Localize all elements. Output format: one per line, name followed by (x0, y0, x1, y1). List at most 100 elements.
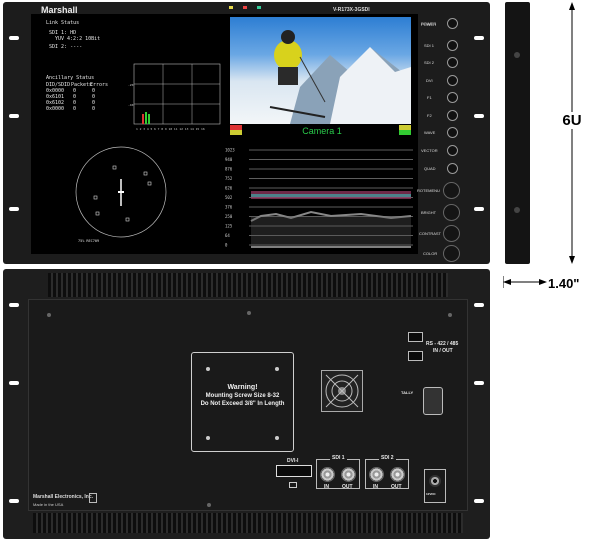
rack-slot (474, 381, 484, 385)
rs422-port-out[interactable] (408, 351, 423, 361)
wave-button[interactable] (447, 127, 458, 138)
rack-slot (9, 36, 19, 40)
waveform-tick-label: 376 (225, 205, 233, 210)
f2-button-label: F2 (427, 113, 432, 118)
sdi1-button-label: SDI 1 (424, 43, 435, 48)
made-in-label: Made in the USA (33, 502, 64, 507)
bright-knob[interactable] (443, 204, 460, 221)
audio-meter-graph: -20 -40 1 2 3 4 5 6 7 8 9 10 11 12 13 14… (128, 63, 221, 131)
ancillary-header: DID/SDID (46, 82, 71, 88)
top-vent (48, 273, 448, 297)
contrast-label: CONTRAST (419, 231, 441, 236)
sdi1-in-label: IN (324, 484, 329, 490)
waveform-tick-label: 0 (225, 243, 228, 248)
screw (207, 503, 211, 507)
waveform-tick-label: 752 (225, 176, 233, 181)
waveform-tick-label: 502 (225, 195, 233, 200)
rotemenu-knob[interactable] (443, 182, 460, 199)
rotemenu-label: ROTEMENU (417, 188, 440, 193)
screw (47, 313, 51, 317)
dvi-port[interactable] (276, 465, 312, 477)
svg-text:-40: -40 (128, 103, 134, 107)
certification-mark-icon (89, 493, 97, 503)
vector-button-label: VECTOR (421, 148, 438, 153)
rack-slot (474, 207, 484, 211)
ancillary-cell: 0 (92, 88, 96, 94)
power-jack[interactable] (429, 475, 441, 487)
sdi1-out-bnc[interactable] (341, 467, 356, 482)
rack-slot (474, 114, 484, 118)
color-label: COLOR (423, 251, 438, 256)
rack-slot (9, 303, 19, 307)
tally-left-indicator (230, 125, 242, 135)
power-label: 12VDC (426, 492, 436, 496)
waveform-tick-label: 626 (225, 186, 233, 191)
rack-slot (474, 499, 484, 503)
rs422-label: RS - 422 / 485 (426, 341, 459, 347)
ancillary-title: Ancillary Status (46, 75, 95, 81)
camera-preview-image (230, 17, 411, 124)
waveform-tick-label: 876 (225, 167, 233, 172)
tally-right-indicator (399, 125, 411, 135)
ancillary-cell: 0 (92, 94, 96, 100)
mount-hole (206, 367, 210, 371)
sdi2-button[interactable] (447, 57, 458, 68)
svg-text:1 2 3 4 5 6 7 8 9 10 11 12 13: 1 2 3 4 5 6 7 8 9 10 11 12 13 14 15 16 (136, 127, 205, 131)
power-button[interactable] (447, 18, 458, 29)
f2-button[interactable] (447, 110, 458, 121)
height-label: 6U (560, 112, 584, 129)
sdi2-label: SDI 2 (379, 455, 396, 461)
sdi1-out-label: OUT (342, 484, 353, 490)
vectorscope (75, 146, 167, 238)
waveform-tick-label: 1023 (225, 148, 235, 153)
rs422-port-in[interactable] (408, 332, 423, 342)
vectorscope-label: 75% REC709 (78, 239, 100, 243)
sdi2-out-bnc[interactable] (390, 467, 405, 482)
rack-slot (9, 114, 19, 118)
link-status-line: YUV 4:2:2 10Bit (55, 36, 101, 42)
power-label: POWER (421, 22, 437, 27)
vector-button[interactable] (447, 145, 458, 156)
led-red (243, 6, 247, 9)
bright-label: BRIGHT (421, 210, 437, 215)
ancillary-cell: 0 (73, 94, 77, 100)
power-button-label: POWER (421, 21, 437, 26)
height-dimension-arrow (569, 2, 575, 264)
dvi-icon (289, 482, 297, 488)
sdi2-out-label: OUT (391, 484, 402, 490)
f1-button[interactable] (447, 92, 458, 103)
ancillary-cell: 0 (92, 106, 96, 112)
link-status-title: Link Status (46, 20, 80, 26)
dvi-button[interactable] (447, 75, 458, 86)
sdi2-in-bnc[interactable] (369, 467, 384, 482)
brand-logo: Marshall (41, 5, 78, 15)
quad-button[interactable] (447, 163, 458, 174)
front-panel: Marshall V-R173X-3GSDI Link Status SDI 1… (3, 2, 490, 264)
ancillary-cell: 0x6102 (46, 100, 65, 106)
model-number: V-R173X-3GSDI (333, 7, 370, 13)
ancillary-header: Errors (90, 82, 109, 88)
waveform-tick-label: 64 (225, 233, 230, 238)
waveform-tick-label: 940 (225, 157, 233, 162)
ancillary-cell: 0x0000 (46, 88, 65, 94)
contrast-knob[interactable] (443, 225, 460, 242)
ancillary-header: Packets (71, 82, 93, 88)
tally-port[interactable] (423, 387, 443, 415)
depth-dimension-arrow (503, 276, 547, 288)
link-status-line: SDI 1: HD (49, 30, 77, 36)
warning-title: Warning! (227, 384, 258, 391)
sdi1-button[interactable] (447, 40, 458, 51)
depth-label: 1.40" (548, 276, 580, 291)
sdi2-in-label: IN (373, 484, 378, 490)
sdi1-in-bnc[interactable] (320, 467, 335, 482)
dvi-button-label: DVI (426, 78, 433, 83)
skier-scene-icon (269, 30, 411, 124)
warning-line1: Mounting Screw Size 8-32 (205, 393, 280, 399)
led-yellow (229, 6, 233, 9)
screw (247, 311, 251, 315)
mount-hole (206, 436, 210, 440)
color-knob[interactable] (443, 245, 460, 262)
cooling-fan (321, 370, 363, 412)
company-name: Marshall Electronics, Inc. (33, 494, 94, 500)
